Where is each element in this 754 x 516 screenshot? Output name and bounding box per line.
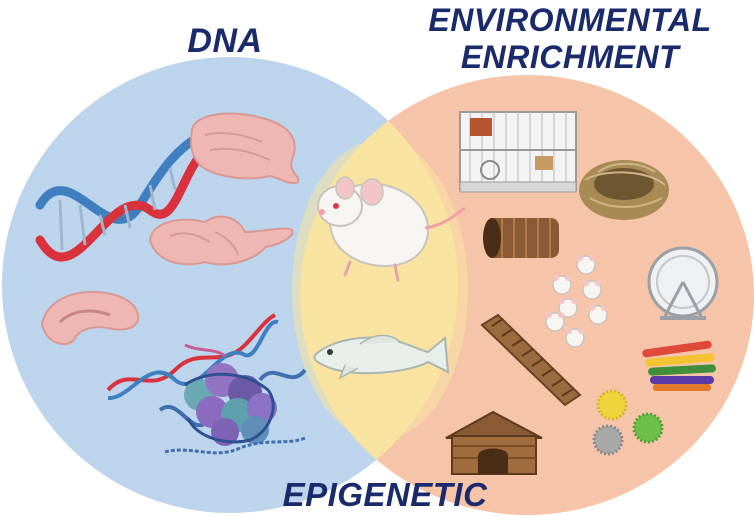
white-mouse-icon xyxy=(317,176,466,282)
environmental-label-line2: ENRICHMENT xyxy=(460,39,680,75)
wooden-tunnel-icon xyxy=(483,218,559,258)
dna-strand-icon xyxy=(106,313,279,400)
brain-top-view-icon xyxy=(190,112,300,185)
hamster-cage-icon xyxy=(459,111,577,193)
chew-sticks-icon xyxy=(642,340,716,391)
hippocampus-slice-icon xyxy=(40,290,140,346)
fish-icon xyxy=(313,334,450,380)
environmental-enrichment-label: ENVIRONMENTAL ENRICHMENT xyxy=(400,2,740,76)
chromatin-nucleosome-icon xyxy=(158,343,307,455)
mice-group-icon xyxy=(545,255,608,348)
running-wheel-icon xyxy=(647,246,719,320)
environmental-label-line1: ENVIRONMENTAL xyxy=(428,2,712,38)
dna-double-helix-icon xyxy=(35,130,210,262)
spiky-balls-icon xyxy=(592,389,664,456)
nest-icon xyxy=(579,160,669,220)
dna-label: DNA xyxy=(187,22,263,60)
wooden-house-icon xyxy=(445,410,543,475)
epigenetic-label: EPIGENETIC xyxy=(282,476,488,513)
brain-side-view-icon xyxy=(148,215,294,266)
wooden-ladder-icon xyxy=(480,313,582,407)
